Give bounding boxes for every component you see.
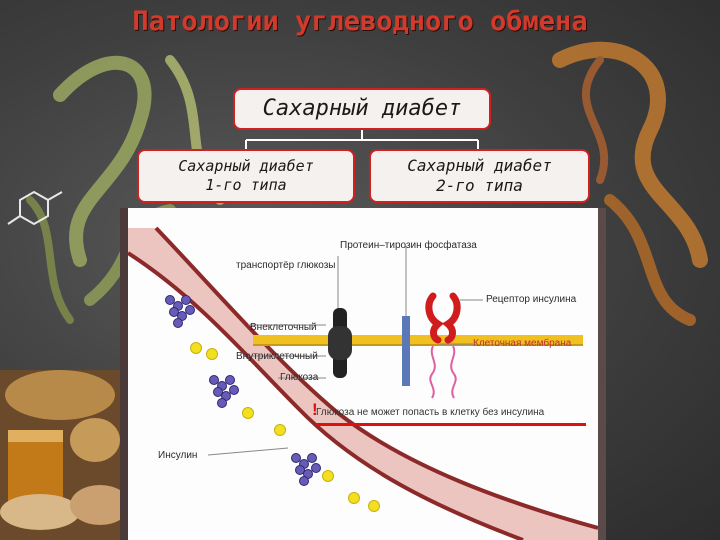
phosphatase-bar [402, 316, 410, 386]
diabetes-main-box: Сахарный диабет [233, 88, 491, 130]
vessel-wall-outer [156, 228, 598, 528]
insulin-cluster [210, 376, 239, 408]
panel-edge-right [598, 208, 606, 540]
diabetes-type1-box: Сахарный диабет 1-го типа [137, 149, 355, 203]
diabetes-main-label: Сахарный диабет [235, 90, 489, 128]
note-underline [316, 423, 586, 426]
label-glucose: Глюкоза [280, 372, 318, 383]
page-title: Патологии углеводного обмена [0, 6, 720, 37]
label-intracellular: Внутриклеточный [236, 351, 318, 362]
label-extracellular: Внеклеточный [250, 322, 317, 333]
figure-drawing [128, 208, 598, 540]
label-glucose-transporter: транспортёр глюкозы [236, 260, 336, 271]
panel-edge-left [120, 208, 128, 540]
label-insulin-receptor: Рецептор инсулина [486, 294, 576, 305]
label-insulin: Инсулин [158, 450, 197, 461]
diabetes-type1-line2: 1-го типа [139, 176, 353, 195]
label-phosphatase: Протеин–тирозин фосфатаза [340, 240, 477, 251]
diabetes-type2-line2: 2-го типа [371, 176, 588, 196]
diabetes-type1-line1: Сахарный диабет [139, 157, 353, 176]
diabetes-type2-line1: Сахарный диабет [371, 156, 588, 176]
honey-jar-photo [0, 370, 130, 540]
insulin-resistance-figure: Протеин–тирозин фосфатаза транспортёр гл… [128, 208, 598, 540]
diabetes-type2-box: Сахарный диабет 2-го типа [369, 149, 590, 203]
label-cell-membrane: Клеточная мембрана [473, 338, 571, 349]
figure-note: Глюкоза не может попасть в клетку без ин… [316, 407, 544, 418]
insulin-cluster [166, 296, 195, 328]
insulin-cluster [292, 454, 321, 486]
